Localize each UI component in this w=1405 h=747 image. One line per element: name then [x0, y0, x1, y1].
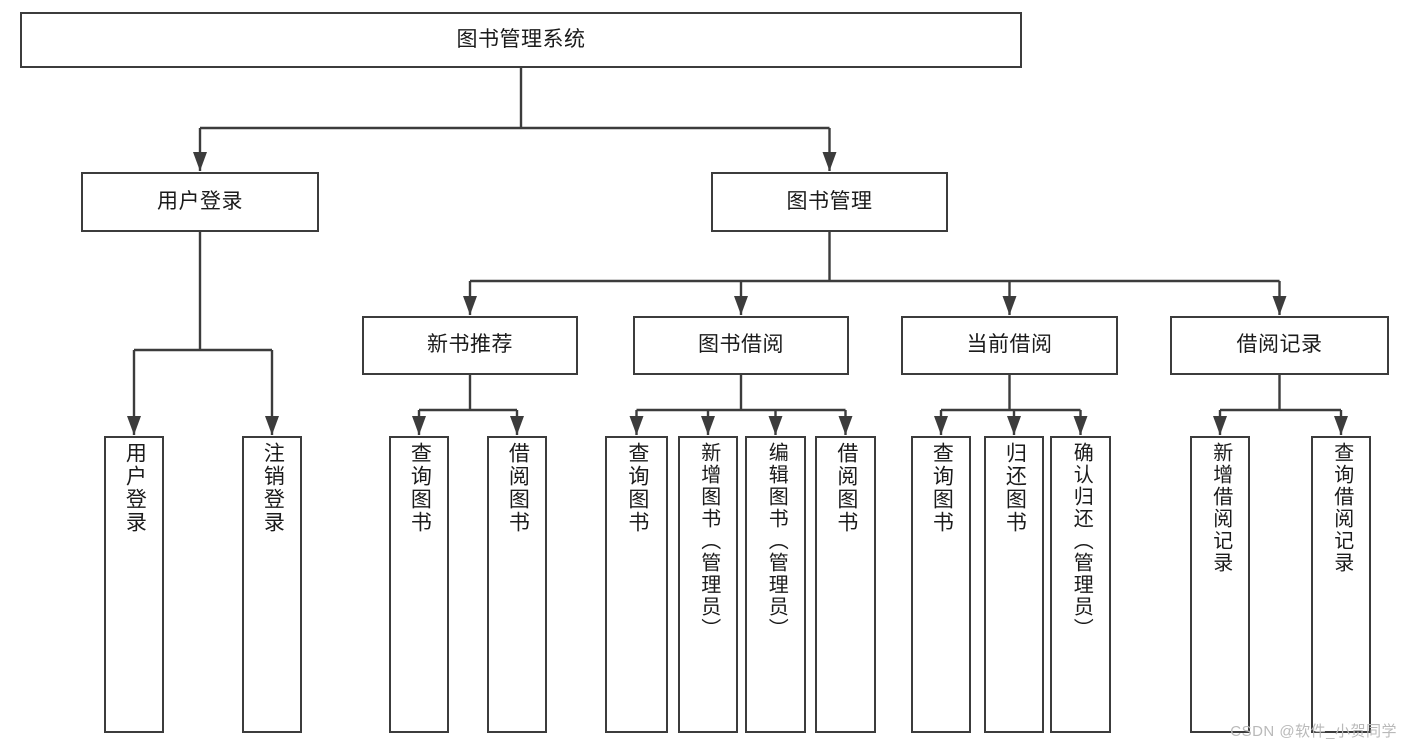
arrowhead-icon	[1213, 416, 1227, 435]
node-label: 查询图书	[625, 442, 649, 534]
arrowhead-icon	[127, 416, 141, 435]
node-label: 用户登录	[157, 189, 243, 213]
node-r_query[interactable]: 查询借阅记录	[1311, 436, 1371, 733]
node-label: 确认归还（管理员）	[1070, 442, 1093, 640]
arrowhead-icon	[701, 416, 715, 435]
arrowhead-icon	[838, 416, 853, 435]
node-label: 借阅图书	[834, 442, 858, 534]
node-r_add[interactable]: 新增借阅记录	[1190, 436, 1250, 733]
node-login[interactable]: 用户登录	[81, 172, 319, 232]
node-label: 新增图书（管理员）	[697, 442, 720, 640]
node-label: 新书推荐	[427, 333, 513, 357]
node-b_edit[interactable]: 编辑图书（管理员）	[745, 436, 806, 733]
node-label: 新增借阅记录	[1209, 442, 1232, 574]
arrowhead-icon	[412, 416, 426, 435]
node-label: 借阅图书	[506, 442, 530, 534]
arrowhead-icon	[1073, 416, 1088, 435]
node-l_logout[interactable]: 注销登录	[242, 436, 302, 733]
node-current[interactable]: 当前借阅	[901, 316, 1118, 375]
node-label: 图书管理系统	[456, 27, 586, 51]
node-root[interactable]: 图书管理系统	[20, 12, 1022, 68]
node-n_borrow[interactable]: 借阅图书	[487, 436, 547, 733]
node-label: 图书借阅	[698, 333, 784, 357]
node-c_return[interactable]: 归还图书	[984, 436, 1044, 733]
node-b_query[interactable]: 查询图书	[605, 436, 668, 733]
node-c_query[interactable]: 查询图书	[911, 436, 971, 733]
arrowhead-icon	[265, 416, 279, 435]
node-records[interactable]: 借阅记录	[1170, 316, 1389, 375]
node-label: 借阅记录	[1236, 333, 1323, 357]
node-label: 用户登录	[123, 442, 147, 534]
node-label: 图书管理	[786, 189, 873, 213]
arrowhead-icon	[1007, 416, 1021, 435]
node-borrow[interactable]: 图书借阅	[633, 316, 849, 375]
arrowhead-icon	[463, 296, 477, 315]
node-label: 查询借阅记录	[1330, 442, 1353, 574]
arrowhead-icon	[629, 416, 644, 435]
node-label: 归还图书	[1003, 442, 1027, 534]
arrowhead-icon	[822, 152, 837, 171]
arrowhead-icon	[1272, 296, 1287, 315]
node-newbook[interactable]: 新书推荐	[362, 316, 578, 375]
arrowhead-icon	[1002, 296, 1017, 315]
node-b_add[interactable]: 新增图书（管理员）	[678, 436, 738, 733]
node-label: 注销登录	[261, 442, 285, 534]
node-bookmgmt[interactable]: 图书管理	[711, 172, 948, 232]
node-label: 查询图书	[408, 442, 432, 534]
node-label: 查询图书	[930, 442, 954, 534]
node-c_confirm[interactable]: 确认归还（管理员）	[1050, 436, 1111, 733]
node-l_login[interactable]: 用户登录	[104, 436, 164, 733]
arrowhead-icon	[510, 416, 524, 435]
node-label: 编辑图书（管理员）	[765, 442, 788, 640]
arrowhead-icon	[934, 416, 948, 435]
arrowhead-icon	[734, 296, 748, 315]
node-b_borrow[interactable]: 借阅图书	[815, 436, 876, 733]
arrowhead-icon	[1334, 416, 1348, 435]
node-n_query[interactable]: 查询图书	[389, 436, 449, 733]
arrowhead-icon	[193, 152, 207, 171]
arrowhead-icon	[768, 416, 783, 435]
node-label: 当前借阅	[966, 333, 1053, 357]
